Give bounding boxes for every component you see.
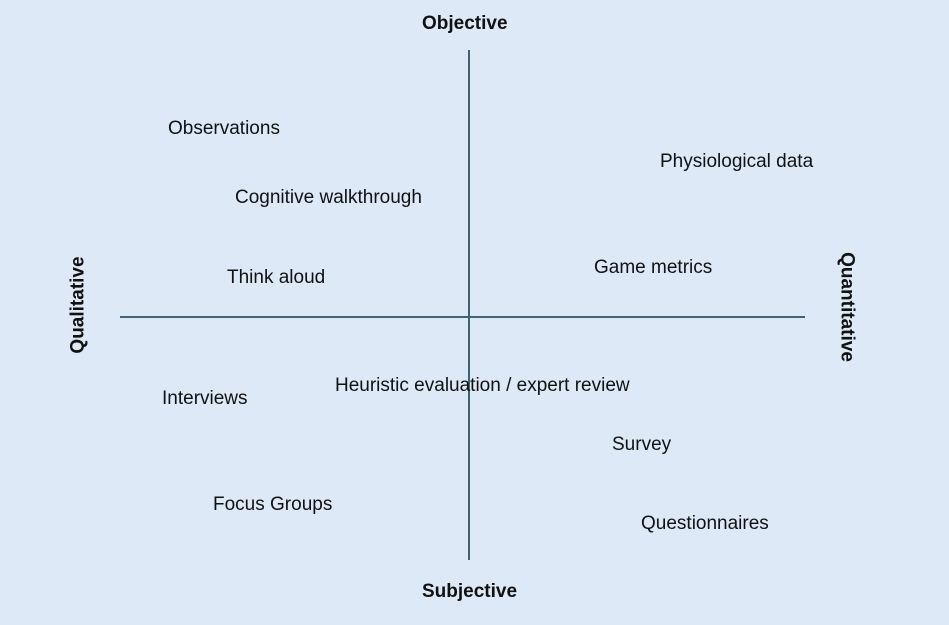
vertical-axis-line [468, 50, 470, 560]
method-survey: Survey [612, 434, 672, 455]
method-interviews: Interviews [162, 388, 248, 409]
method-questionnaires: Questionnaires [641, 513, 769, 534]
method-think-aloud: Think aloud [227, 267, 326, 288]
axis-label-objective: Objective [422, 13, 508, 34]
method-heuristic-evaluation: Heuristic evaluation / expert review [335, 375, 630, 396]
axis-label-qualitative: Qualitative [67, 256, 89, 354]
axis-label-quantitative: Quantitative [836, 252, 858, 362]
method-physiological-data: Physiological data [660, 151, 814, 172]
axis-label-subjective: Subjective [422, 581, 518, 602]
method-focus-groups: Focus Groups [213, 494, 333, 515]
method-game-metrics: Game metrics [594, 257, 713, 278]
method-observations: Observations [168, 118, 280, 139]
method-cognitive-walkthrough: Cognitive walkthrough [235, 187, 422, 208]
horizontal-axis-line [120, 316, 805, 318]
